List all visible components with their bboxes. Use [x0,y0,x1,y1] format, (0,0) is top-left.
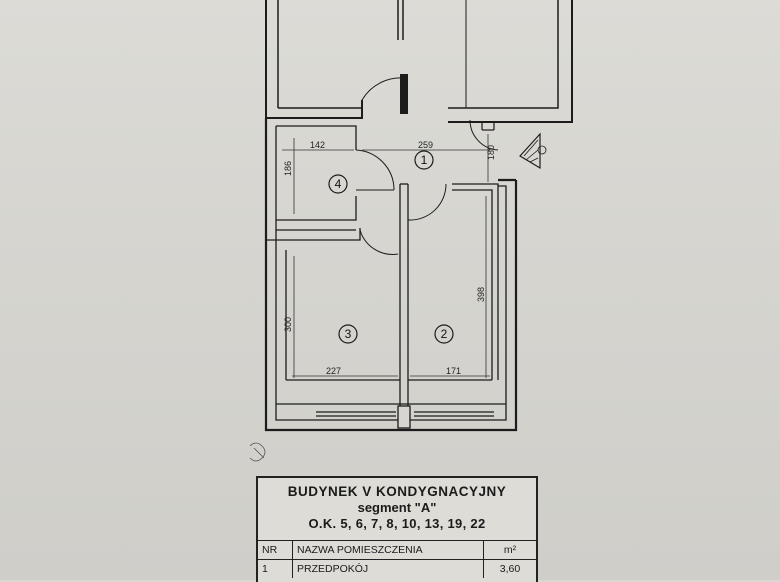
legend-table: BUDYNEK V KONDYGNACYJNY segment "A" O.K.… [256,476,538,582]
door-swing-upper [361,77,405,101]
room-2-marker [434,324,454,344]
dim-227: 227 [326,366,341,376]
dim-142: 142 [310,140,325,150]
header-area: m² [483,540,536,560]
upper-left-wall [265,0,363,119]
dim-171: 171 [446,366,461,376]
room-4-marker [328,174,348,194]
floors-label: O.K. 5, 6, 7, 8, 10, 13, 19, 22 [308,516,486,531]
dim-186: 186 [283,161,293,176]
room-3-number: 3 [345,327,352,341]
header-nr: NR [258,540,293,560]
table-header-row: NR NAZWA POMIESZCZENIA m² [258,540,536,560]
stamp-mark-icon [249,442,266,462]
door-swing-room3 [359,229,399,255]
dim-300: 300 [283,317,293,332]
rooms-table: NR NAZWA POMIESZCZENIA m² 1 PRZEDPOKÓJ 3… [258,540,536,578]
door-swing-room2 [407,183,447,221]
room-4-number: 4 [335,177,342,191]
room-1-marker [414,150,434,170]
row-name: PRZEDPOKÓJ [292,559,484,578]
room4-top-wall [276,125,357,150]
row-nr: 1 [258,559,293,578]
row-area: 3,60 [483,559,536,578]
upper-right-wall [448,0,573,123]
table-title-block: BUDYNEK V KONDYGNACYJNY segment "A" O.K.… [258,484,536,531]
outer-wall [264,118,518,432]
header-name: NAZWA POMIESZCZENIA [292,540,484,560]
room-2-number: 2 [441,327,448,341]
entrance-arrow-icon [519,132,547,170]
building-title: BUDYNEK V KONDYGNACYJNY [287,484,507,499]
room-1-number: 1 [421,153,428,167]
room-3-marker [338,324,358,344]
dim-180: 180 [486,145,496,160]
door-swing-room4 [355,149,395,191]
segment-label: segment "A" [357,500,437,515]
dim-398: 398 [476,287,486,302]
dim-259: 259 [418,140,433,150]
table-row: 1 PRZEDPOKÓJ 3,60 [258,559,536,578]
